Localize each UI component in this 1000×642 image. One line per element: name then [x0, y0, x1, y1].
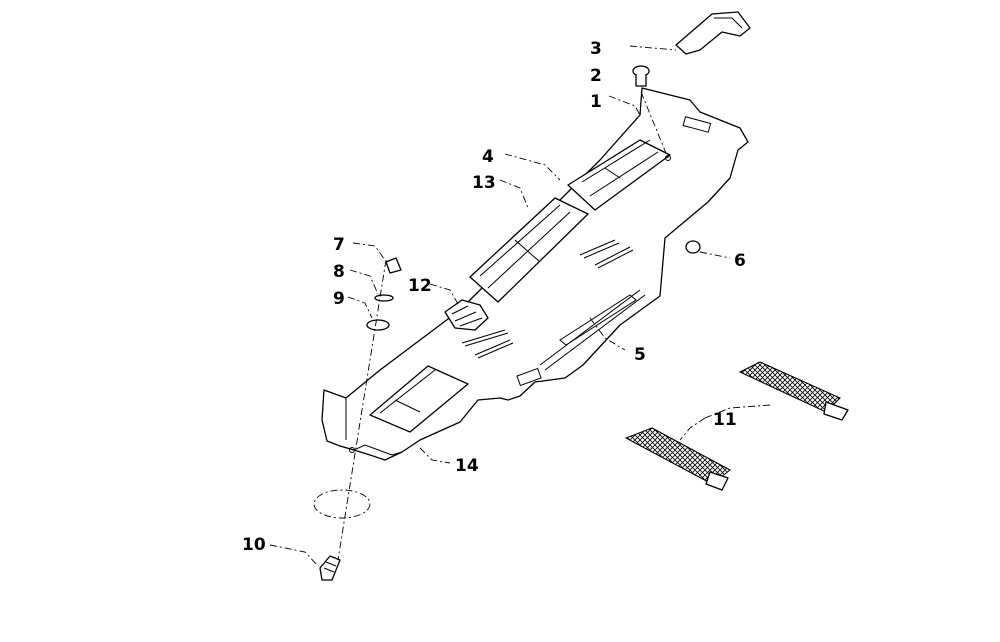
callout-4: 4 — [482, 147, 494, 167]
runner-grips-part-11 — [624, 361, 849, 491]
clip-part-12 — [444, 299, 489, 331]
callout-3: 3 — [590, 39, 602, 59]
callout-11: 11 — [713, 410, 737, 430]
callout-7: 7 — [333, 235, 345, 255]
skid-plate-part-1 — [321, 87, 749, 461]
bracket-part-3 — [675, 11, 751, 55]
callout-13: 13 — [472, 173, 496, 193]
callout-5: 5 — [634, 345, 646, 365]
callout-14: 14 — [455, 456, 479, 476]
grommet-part-6 — [685, 240, 701, 254]
hardware-stack-parts-7-8-9 — [366, 257, 402, 331]
callout-6: 6 — [734, 251, 746, 271]
callout-2: 2 — [590, 66, 602, 86]
screw-part-10 — [313, 489, 371, 581]
callout-1: 1 — [590, 92, 602, 112]
callout-12: 12 — [408, 276, 432, 296]
leader-lines — [269, 45, 771, 567]
callout-8: 8 — [333, 262, 345, 282]
callout-10: 10 — [242, 535, 266, 555]
bolt-part-2 — [632, 65, 650, 87]
callout-labels: 3 2 1 4 13 6 7 8 9 12 5 11 14 10 — [242, 39, 746, 555]
callout-9: 9 — [333, 289, 345, 309]
